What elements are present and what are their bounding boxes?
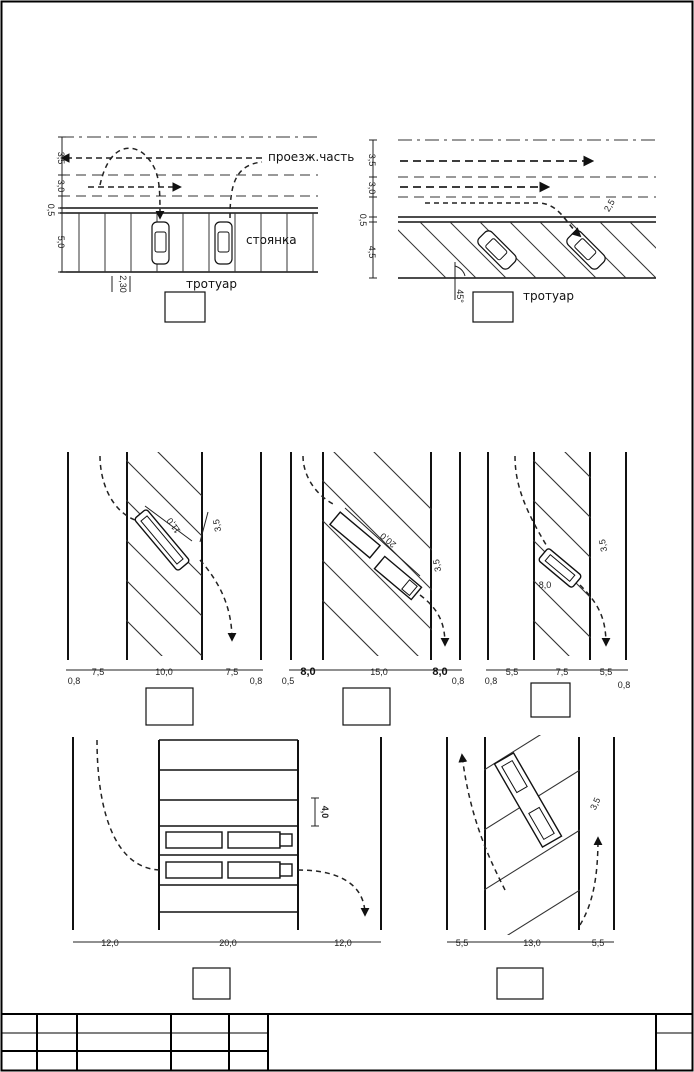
- figure-number-box[interactable]: [530, 682, 571, 718]
- articulated-bus-icon: [328, 511, 423, 601]
- label-sidewalk: тротуар: [186, 277, 237, 291]
- dim-label: 8,0: [539, 580, 552, 590]
- label-roadway: проезж.часть: [268, 150, 354, 164]
- dim-label: 7,5: [226, 667, 239, 677]
- figure-number-box[interactable]: [496, 967, 544, 1000]
- dim-label: 5,5: [506, 667, 519, 677]
- title-block: [1, 1013, 693, 1070]
- dim-label: 11,0: [165, 516, 183, 536]
- dim-label: 5,0: [56, 236, 66, 249]
- dim-label: 0,8: [452, 676, 465, 686]
- dim-label: 10,0: [155, 667, 173, 677]
- dim-label: 0,5: [46, 204, 56, 217]
- figure-number-box[interactable]: [342, 687, 391, 726]
- dim-label: 0,8: [485, 676, 498, 686]
- dim-label: 5,5: [592, 938, 605, 948]
- bus-icon: [538, 548, 582, 588]
- dim-label: 2,30: [118, 275, 128, 293]
- car-icon: [151, 221, 170, 265]
- dim-label: 3,5: [367, 154, 377, 167]
- dim-label: 3,5: [431, 558, 443, 572]
- dim-label: 12,0: [101, 938, 119, 948]
- truck-icon: [165, 831, 293, 849]
- dim-label: 8,0: [300, 666, 315, 678]
- dim-label: 2,5: [602, 198, 617, 214]
- car-icon: [566, 230, 606, 270]
- dim-label: 0,8: [250, 676, 263, 686]
- dim-label: 4,5: [367, 246, 377, 259]
- dim-label: 3,5: [56, 152, 66, 165]
- diagram-angled-parking: 3,5 3,0 0,5 4,5 45° 2,5 тротуар: [358, 139, 656, 323]
- dim-label: 7,5: [556, 667, 569, 677]
- diagram-perpendicular-parking: 3,5 3,0 0,5 5,0 2,30 проезж.часть стоянк…: [46, 136, 354, 323]
- dim-label: 0,5: [282, 676, 295, 686]
- figure-number-box[interactable]: [164, 291, 206, 323]
- dim-label: 0,8: [618, 680, 631, 690]
- dim-label: 8,0: [432, 666, 447, 678]
- dim-label: 4,0: [320, 806, 330, 819]
- diagram-bus-bay-11m: 11,0 3,5 0,8 7,5 10,0 7,5 0,8: [66, 452, 263, 726]
- dim-label: 20,0: [219, 938, 237, 948]
- label-sidewalk: тротуар: [523, 289, 574, 303]
- dim-label: 3,5: [597, 538, 609, 552]
- diagram-bus-bay-20m: 20,0 3,5 8,0 15,0 8,0 0,5 0,8: [282, 452, 465, 726]
- figure-number-box[interactable]: [145, 687, 194, 726]
- dim-label: 3,0: [56, 180, 66, 193]
- dim-label: 7,5: [92, 667, 105, 677]
- dim-label: 0,5: [358, 214, 368, 227]
- bus-icon: [493, 751, 563, 849]
- dim-label: 5,5: [456, 938, 469, 948]
- diagram-truck-parking: 4,0 12,0 20,0 12,0: [72, 737, 382, 1000]
- label-parking: стоянка: [246, 233, 297, 247]
- dim-label: 3,5: [211, 518, 223, 532]
- dim-label: 13,0: [523, 938, 541, 948]
- dim-label: 12,0: [334, 938, 352, 948]
- truck-icon: [165, 861, 293, 879]
- dim-label: 0,8: [68, 676, 81, 686]
- dim-label: 45°: [455, 289, 465, 303]
- dim-label: 15,0: [370, 667, 388, 677]
- car-icon: [214, 221, 233, 265]
- figure-number-box[interactable]: [472, 291, 514, 323]
- dim-label: 3,0: [367, 182, 377, 195]
- dim-label: 5,5: [600, 667, 613, 677]
- diagram-bus-angled-parking: 3,5 5,5 13,0 5,5: [446, 735, 615, 1000]
- diagram-bus-bay-8m: 8,0 3,5 0,8 5,5 7,5 5,5 0,8: [485, 452, 631, 718]
- figure-number-box[interactable]: [192, 967, 231, 1000]
- bus-icon: [134, 509, 190, 571]
- dim-label: 3,5: [588, 796, 602, 812]
- dim-label: 20,0: [378, 531, 398, 550]
- car-icon: [477, 230, 517, 270]
